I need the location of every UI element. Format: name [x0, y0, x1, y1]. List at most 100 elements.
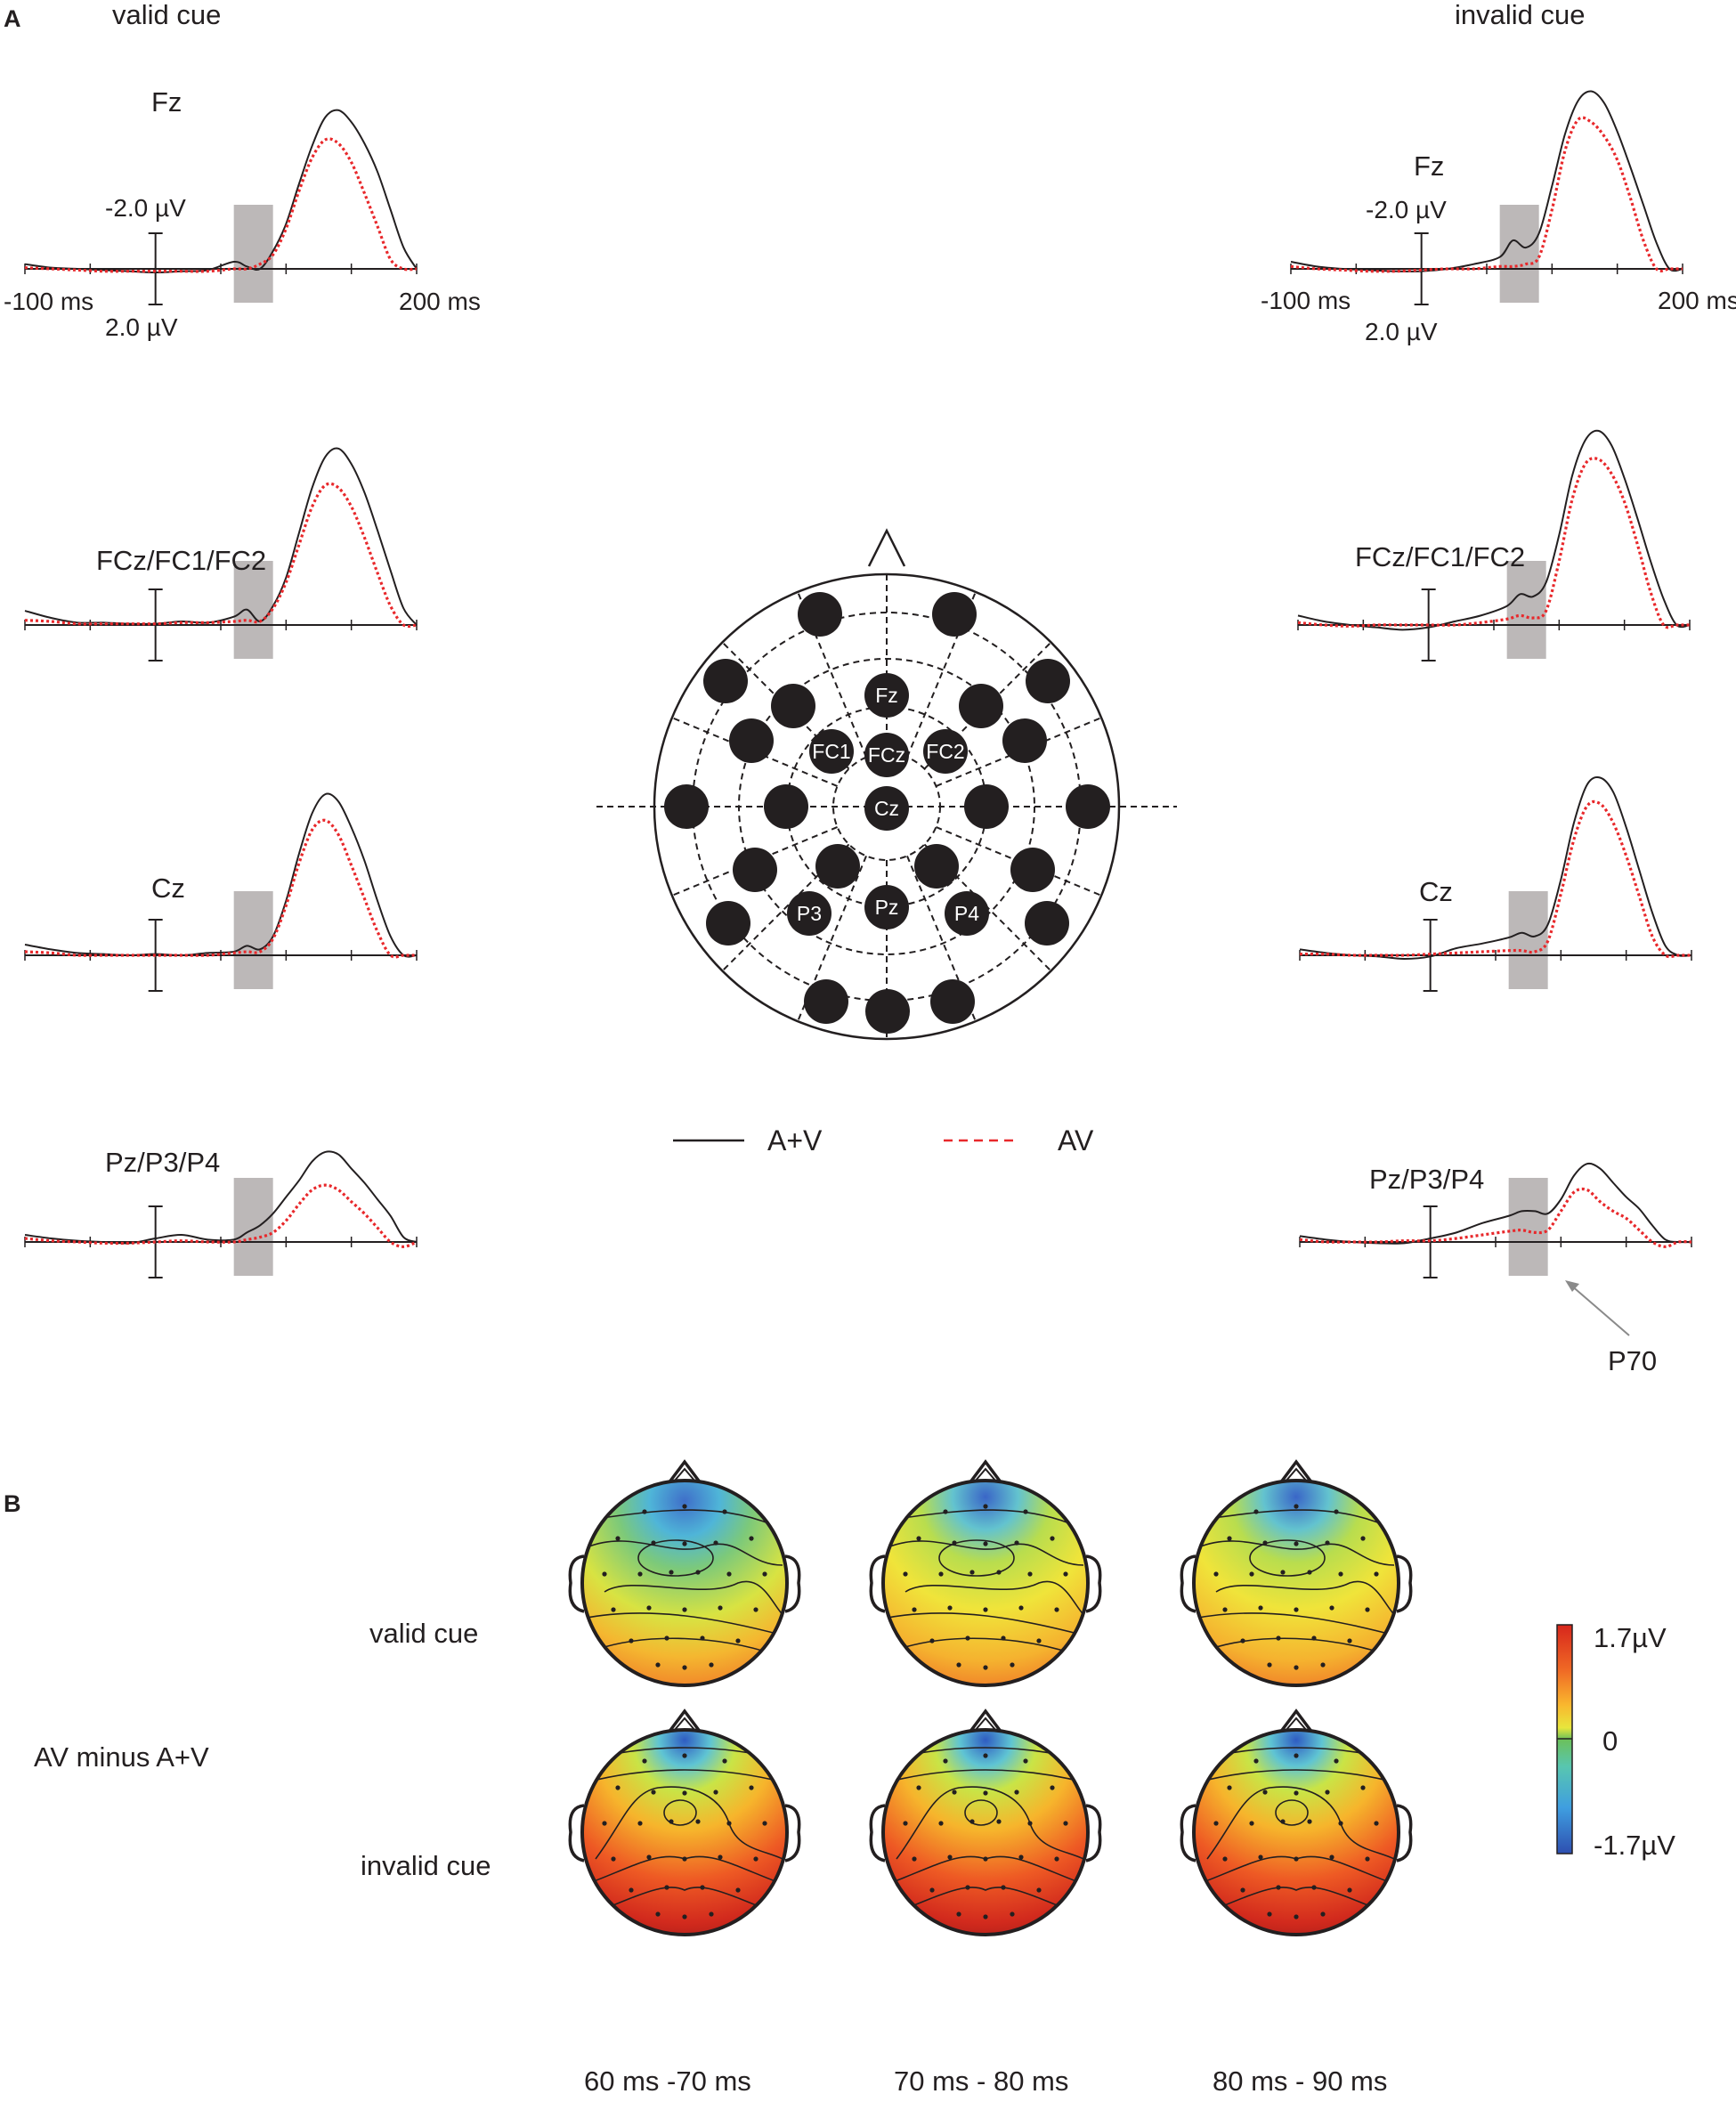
electrode-dot	[664, 784, 709, 829]
topo-electrode-point	[1222, 1607, 1228, 1612]
topo-electrode-point	[1294, 1607, 1299, 1612]
topo-electrode-point	[1360, 1536, 1366, 1541]
topo-contour-line	[1197, 1540, 1395, 1566]
series-line-a-plus-v	[24, 109, 418, 273]
series-line-av	[1299, 1187, 1692, 1248]
electrode-dot	[914, 844, 959, 889]
electrode-dot	[930, 979, 975, 1024]
electrode-dot	[1010, 848, 1055, 892]
topo-contour-line	[582, 1769, 787, 1784]
topography-maps	[568, 1459, 1413, 1936]
series-line-av	[1299, 799, 1691, 959]
series-line-av	[24, 482, 418, 629]
channel-label: FCz/FC1/FC2	[96, 545, 266, 576]
topo-electrode-point	[1253, 1758, 1259, 1764]
topo-contour-line	[586, 1540, 783, 1566]
topo-electrode-point	[646, 1605, 652, 1611]
topo-electrode-point	[1267, 1911, 1272, 1917]
topo-electrode-point	[996, 1819, 1002, 1824]
topo-electrode-point	[916, 1785, 921, 1790]
topo-contour-line	[887, 1540, 1084, 1566]
topo-electrode-point	[903, 1571, 908, 1577]
topo-contour-ring	[637, 1539, 714, 1577]
topo-electrode-point	[1036, 1638, 1042, 1643]
topo-electrode-point	[947, 1605, 953, 1611]
nose-mark	[867, 528, 906, 567]
topo-electrode-point	[1010, 1911, 1015, 1917]
electrode-dot-pz	[864, 885, 909, 929]
electrode-dot	[1026, 659, 1070, 703]
topo-electrode-point	[1249, 1821, 1254, 1826]
topo-nose-inner	[1285, 1716, 1308, 1732]
series-line-a-plus-v	[1299, 1162, 1692, 1245]
topo-electrode-point	[718, 1854, 723, 1860]
topo-map-r2-c2	[869, 1708, 1102, 1936]
topo-electrode-point	[1280, 1819, 1286, 1824]
topo-electrode-point	[1054, 1856, 1059, 1862]
electrode-dot	[804, 979, 848, 1024]
topo-electrode-point	[682, 1607, 687, 1612]
topo-map-r1-c1	[568, 1459, 801, 1687]
electrode-dot	[798, 592, 842, 637]
topo-electrode-point	[965, 1885, 970, 1890]
topo-electrode-point	[938, 1571, 944, 1577]
topo-electrode-point	[682, 1914, 687, 1919]
electrode-dot	[865, 989, 910, 1034]
grid-spoke	[797, 856, 867, 1022]
topo-electrode-point	[1023, 1758, 1028, 1764]
topo-electrode-point	[1294, 1665, 1299, 1670]
topo-contour-line	[1206, 1786, 1395, 1860]
topo-contours	[1194, 1509, 1399, 1655]
topo-electrode-point	[1063, 1821, 1068, 1826]
topo-electrode-point	[753, 1856, 758, 1862]
column-title-invalid: invalid cue	[1455, 0, 1585, 30]
topo-electrode-point	[749, 1536, 754, 1541]
topo-electrode-point	[983, 1665, 988, 1670]
topo-electrode-point	[682, 1790, 687, 1796]
p70-label: P70	[1608, 1345, 1657, 1376]
time-window-3: 80 ms - 90 ms	[1213, 2065, 1387, 2097]
analysis-window	[1506, 561, 1546, 659]
electrode-dot	[706, 901, 750, 945]
topo-electrode-point	[664, 1635, 669, 1641]
channel-label: Fz	[151, 86, 182, 118]
column-title-valid: valid cue	[112, 0, 221, 30]
x-tick-label-min: -100 ms	[1261, 287, 1351, 314]
series-line-av	[1297, 457, 1690, 629]
topo-electrode-point	[700, 1635, 705, 1641]
analysis-window	[1508, 891, 1548, 989]
topo-electrode-point	[943, 1758, 948, 1764]
topo-electrode-point	[695, 1570, 701, 1575]
topo-head-outline	[580, 1728, 789, 1936]
topo-electrode-point	[1365, 1607, 1370, 1612]
topo-electrode-point	[983, 1504, 988, 1509]
topo-electrode-point	[1253, 1509, 1259, 1514]
electrode-dot	[733, 848, 777, 892]
topo-electrode-point	[952, 1540, 957, 1546]
topo-electrode-point	[1018, 1854, 1024, 1860]
legend-dashed-label: AV	[1058, 1124, 1094, 1157]
topo-electrode-point	[1294, 1856, 1299, 1862]
channel-label: Cz	[151, 872, 185, 904]
topo-electrode-point	[669, 1570, 674, 1575]
topo-electrode-point	[726, 1571, 732, 1577]
electrode-dot	[729, 718, 774, 763]
topo-right-ear	[1085, 1554, 1102, 1613]
topo-nose-inner	[673, 1467, 696, 1482]
topo-electrode-point	[682, 1541, 687, 1546]
topo-left-ear	[568, 1554, 585, 1613]
topo-electrode-point	[969, 1819, 975, 1824]
topo-electrode-point	[1307, 1819, 1312, 1824]
topo-electrode-point	[700, 1885, 705, 1890]
topo-electrode-point	[1329, 1605, 1334, 1611]
topo-electrode-point	[1294, 1790, 1299, 1796]
topo-electrode-point	[1374, 1571, 1379, 1577]
panel-label-b: B	[4, 1490, 21, 1517]
topo-contour-line	[1206, 1637, 1386, 1655]
topo-electrode-point	[762, 1571, 767, 1577]
